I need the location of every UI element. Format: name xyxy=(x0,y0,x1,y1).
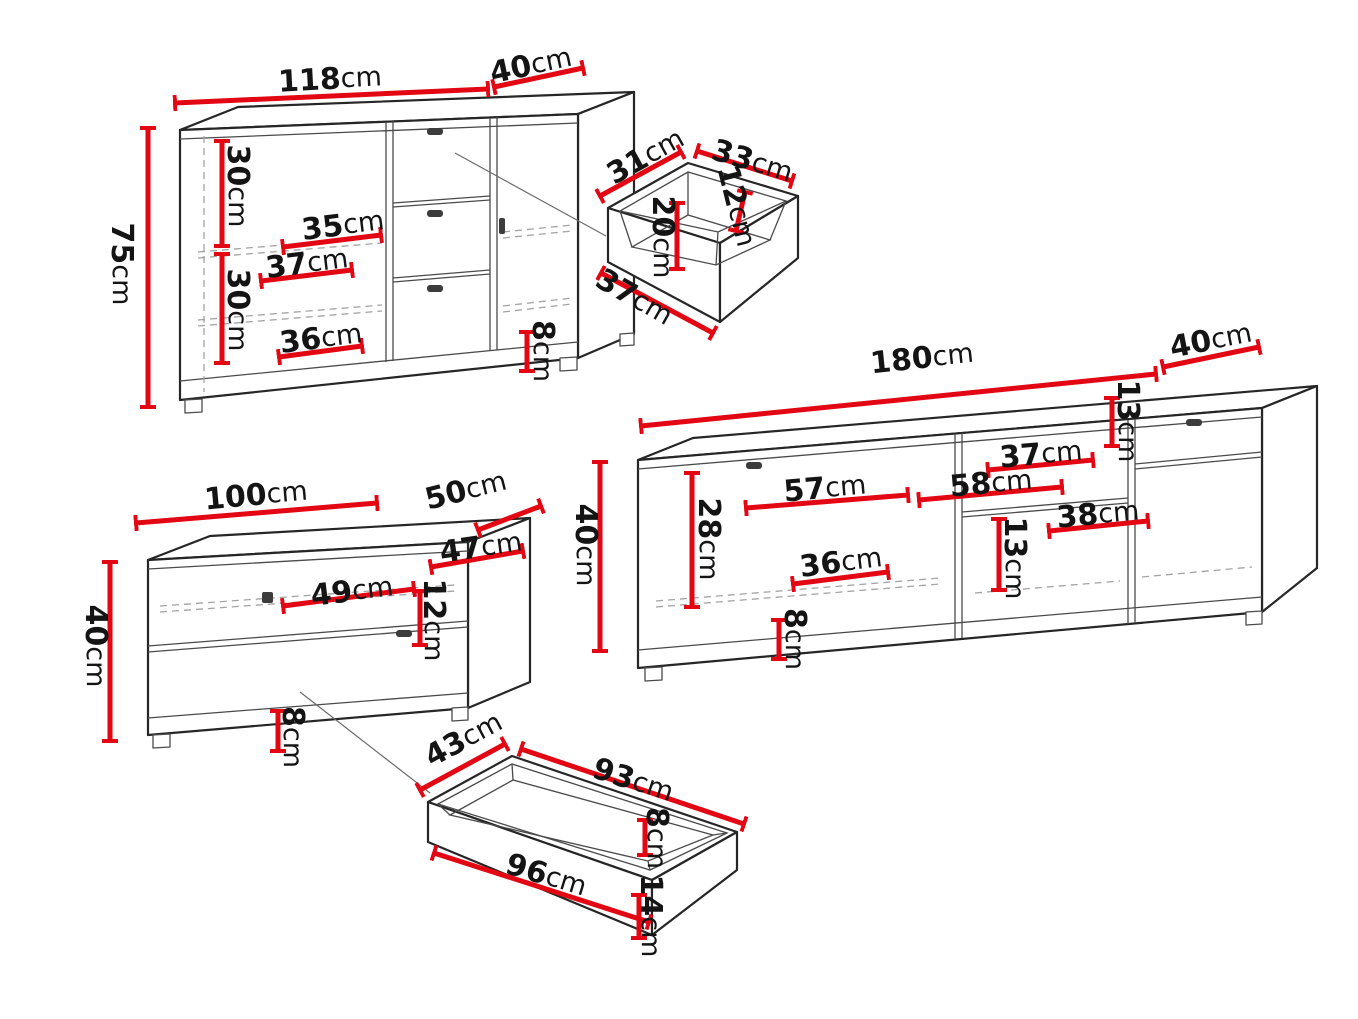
low-cabinet: 100cm 50cm 40cm 47cm 49cm 12cm 8cm xyxy=(79,463,546,768)
sideboard: 118cm 40cm 75cm 30cm 35cm 37cm 30cm 36cm… xyxy=(105,39,636,414)
sideboard-foot xyxy=(559,356,578,372)
dim-label-cabinet-plinth: 8cm xyxy=(276,706,311,768)
dim-line-large-drawer-width xyxy=(516,740,749,833)
sideboard-bottom-panel xyxy=(179,341,579,382)
dim-label-small-drawer-front-height: 20cm xyxy=(646,196,681,279)
dim-label-tv-middle-inner-width: 58cm xyxy=(948,462,1034,504)
dim-line-sideboard-bottom-width xyxy=(275,337,366,366)
dim-line-cabinet-inner-width xyxy=(279,580,418,615)
dim-label-tv-bottom-inner-width: 36cm xyxy=(798,540,885,585)
drawer-handle xyxy=(427,128,443,135)
dim-label-tv-right-shelf-width: 38cm xyxy=(1055,493,1141,535)
dim-line-small-drawer-bottom xyxy=(595,265,719,341)
sideboard-foot xyxy=(184,398,203,414)
drawer-handle xyxy=(427,210,443,217)
dim-line-tv-middle-inner-width xyxy=(916,478,1065,509)
dim-line-large-drawer-bottom-width xyxy=(429,844,654,931)
sideboard-divider-left xyxy=(385,121,394,362)
tv-stand-bottom-panel xyxy=(637,596,1263,651)
dim-line-tv-left-inner-width xyxy=(743,486,911,517)
dim-label-tv-plinth: 8cm xyxy=(778,608,813,670)
sideboard-foot xyxy=(619,332,635,347)
dim-label-tv-depth: 40cm xyxy=(1167,315,1255,365)
dim-label-sideboard-shelf-width: 35cm xyxy=(300,203,387,248)
dim-line-cabinet-inner-depth xyxy=(427,542,527,576)
dim-line-tv-upper-shelf-width xyxy=(985,451,1096,479)
dim-line-large-drawer-depth xyxy=(414,736,511,798)
dim-label-sideboard-height: 75cm xyxy=(105,223,140,306)
dim-line-small-drawer-width xyxy=(692,142,797,190)
handle-knob xyxy=(262,592,273,603)
low-cabinet-foot xyxy=(152,733,171,749)
dim-line-tv-bottom-inner-width xyxy=(790,563,891,593)
dim-label-cabinet-inner-depth: 47cm xyxy=(437,524,524,570)
small-drawer-corner-edges xyxy=(619,172,787,266)
sideboard-drawer-divider-2 xyxy=(392,269,491,283)
dim-label-tv-width: 180cm xyxy=(868,335,975,381)
large-drawer: 43cm 93cm 8cm 96cm 14cm xyxy=(414,706,749,958)
dim-line-sideboard-width xyxy=(172,80,491,112)
sideboard-top-inner-edge xyxy=(179,122,579,140)
sideboard-front-face xyxy=(178,112,580,402)
dim-label-sideboard-bottom-width: 36cm xyxy=(278,316,365,361)
tv-stand-foot xyxy=(1245,610,1263,626)
dim-label-tv-top-right-height: 13cm xyxy=(1111,380,1146,463)
dim-label-cabinet-inner-height: 12cm xyxy=(417,579,452,662)
tv-stand-right-shelf xyxy=(1134,451,1263,470)
dim-label-sideboard-plinth: 8cm xyxy=(526,320,561,382)
door-handle xyxy=(746,462,762,469)
dim-line-small-drawer-depth xyxy=(594,144,687,204)
tv-stand-divider-left xyxy=(954,433,963,639)
tv-stand-foot xyxy=(644,666,663,682)
tv-stand-right-face xyxy=(1260,384,1319,614)
small-drawer: 31cm 33cm 12cm 20cm 37cm xyxy=(590,122,800,341)
dim-label-tv-inner-height: 28cm xyxy=(692,498,727,581)
tv-stand: 180cm 40cm 40cm 13cm 37cm 57cm 58cm 38cm… xyxy=(569,315,1319,682)
dim-line-tv-right-shelf-width xyxy=(1046,512,1151,540)
dim-line-sideboard-depth xyxy=(490,59,587,96)
dim-label-sideboard-lower-inner: 30cm xyxy=(221,269,256,352)
dim-line-tv-width xyxy=(638,365,1159,435)
dim-label-cabinet-height: 40cm xyxy=(79,605,114,688)
dim-label-sideboard-width: 118cm xyxy=(277,59,382,99)
dim-line-sideboard-shelf-depth xyxy=(258,261,355,290)
dim-label-tv-height: 40cm xyxy=(569,504,604,587)
low-cabinet-foot xyxy=(451,706,469,722)
door-handle xyxy=(1186,419,1202,426)
large-drawer-corner-edges xyxy=(437,763,728,871)
dim-label-sideboard-shelf-depth: 37cm xyxy=(264,241,351,286)
drawer-handle xyxy=(396,630,412,637)
dim-line-sideboard-shelf-width xyxy=(280,226,384,256)
dim-line-cabinet-width xyxy=(133,494,380,532)
dim-line-small-drawer-side-height xyxy=(727,188,754,235)
sideboard-drawer-divider-1 xyxy=(392,195,491,208)
dim-label-tv-upper-shelf-width: 37cm xyxy=(998,433,1084,475)
dim-label-tv-lower-shelf-height: 13cm xyxy=(998,517,1033,600)
dim-label-tv-left-inner-width: 57cm xyxy=(782,467,868,509)
low-cabinet-top-inner-edge xyxy=(147,550,469,570)
small-drawer-front-wall xyxy=(718,194,800,324)
dim-label-cabinet-width: 100cm xyxy=(203,473,309,517)
drawer-handle xyxy=(427,285,443,292)
sideboard-divider-right xyxy=(489,117,498,351)
low-cabinet-bottom-panel xyxy=(147,692,469,719)
dim-label-large-drawer-side-height: 8cm xyxy=(640,807,675,869)
dim-label-cabinet-inner-width: 49cm xyxy=(309,569,396,614)
dim-line-cabinet-depth xyxy=(473,497,546,539)
dim-label-sideboard-depth: 40cm xyxy=(487,39,575,90)
callout-line-cabinet-drawer xyxy=(299,691,431,794)
dim-label-sideboard-upper-inner: 30cm xyxy=(221,145,256,228)
door-handle xyxy=(499,218,505,234)
dim-line-tv-depth xyxy=(1159,338,1263,376)
dim-label-cabinet-depth: 50cm xyxy=(421,463,510,517)
dim-label-large-drawer-front-height: 14cm xyxy=(634,875,669,958)
tv-stand-hidden-line xyxy=(1141,566,1253,578)
callout-line-sideboard-drawer xyxy=(454,152,607,237)
